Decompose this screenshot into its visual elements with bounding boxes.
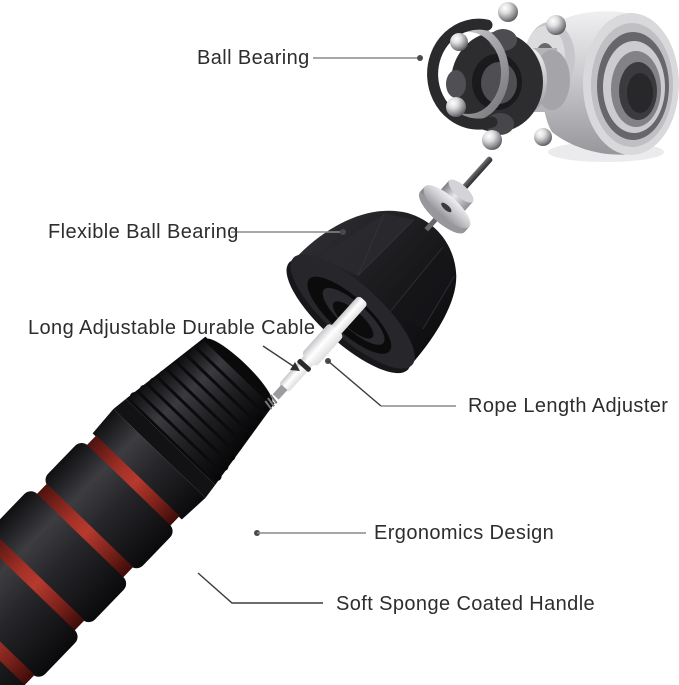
bearing-cage [446,29,543,135]
thread-ribs [129,341,270,481]
washer-and-pin [418,156,493,234]
cable-clip [297,358,311,372]
label-ball-bearing: Ball Bearing [197,47,310,69]
handle-grip-segments [0,435,180,685]
handle-neck [92,408,206,520]
rope-length-adjuster-sleeve [302,324,343,366]
cable-with-adjuster [264,296,367,410]
handle-collar [113,398,216,498]
label-long-adjustable-durable-cable: Long Adjustable Durable Cable [28,317,316,339]
threaded-striped-handle [0,336,275,685]
handle-top-cap [204,338,273,405]
bearing-balls [446,2,566,150]
label-flexible-ball-bearing: Flexible Ball Bearing [48,221,239,243]
label-ergonomics-design: Ergonomics Design [374,522,555,544]
cable-spring [264,394,278,410]
bearing-c-ring [427,18,498,130]
leader-lines [197,55,456,604]
label-soft-sponge-coated-handle: Soft Sponge Coated Handle [336,593,596,615]
label-rope-length-adjuster: Rope Length Adjuster [468,395,669,417]
ball-bearing-assembly [427,2,679,162]
